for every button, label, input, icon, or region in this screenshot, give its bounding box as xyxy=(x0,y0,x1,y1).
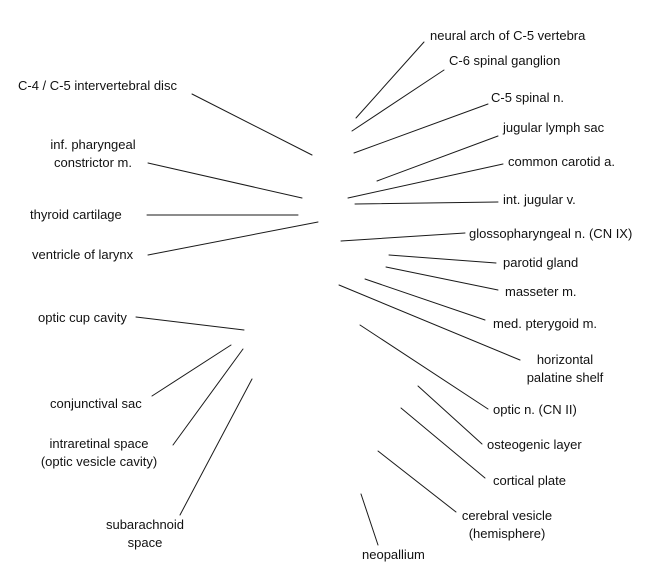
label-c6-spinal-ganglion: C-6 spinal ganglion xyxy=(449,53,561,68)
leader-cortical xyxy=(400,407,486,479)
leader-common-carotid xyxy=(347,163,504,199)
label-horizontal-palatine-line2: palatine shelf xyxy=(526,370,604,385)
leader-osteogenic xyxy=(417,385,483,445)
label-common-carotid: common carotid a. xyxy=(508,154,615,169)
label-optic-cup: optic cup cavity xyxy=(38,310,127,325)
label-inf-pharyngeal-line2: constrictor m. xyxy=(53,155,132,170)
leader-int-jugular xyxy=(354,201,499,205)
label-optic-n: optic n. (CN II) xyxy=(493,402,577,417)
label-horizontal-palatine: horizontal palatine shelf xyxy=(515,351,615,387)
leader-masseter xyxy=(385,266,499,291)
leader-optic-n xyxy=(359,324,489,410)
label-ventricle: ventricle of larynx xyxy=(32,247,134,262)
label-cerebral-vesicle: cerebral vesicle (hemisphere) xyxy=(451,507,563,543)
label-conjunctival: conjunctival sac xyxy=(50,396,142,411)
label-cerebral-vesicle-line1: cerebral vesicle xyxy=(461,508,553,523)
label-cortical: cortical plate xyxy=(493,473,566,488)
label-horizontal-palatine-line1: horizontal xyxy=(536,352,594,367)
label-neural-arch: neural arch of C-5 vertebra xyxy=(430,28,586,43)
label-subarachnoid: subarachnoid space xyxy=(98,516,192,552)
leader-c4-c5-disc xyxy=(191,93,313,156)
leader-horizontal-palatine xyxy=(338,284,521,361)
leader-cerebral-vesicle xyxy=(377,450,457,513)
label-parotid: parotid gland xyxy=(503,255,579,270)
label-intraretinal-line1: intraretinal space xyxy=(49,436,149,451)
label-masseter: masseter m. xyxy=(505,284,577,299)
leader-subarachnoid xyxy=(179,378,253,516)
label-thyroid: thyroid cartilage xyxy=(30,207,122,222)
leader-c5-spinal-n xyxy=(353,103,489,154)
label-c5-spinal-n: C-5 spinal n. xyxy=(491,90,564,105)
leader-intraretinal xyxy=(172,348,244,446)
leader-conjunctival xyxy=(151,344,232,397)
leader-optic-cup xyxy=(135,316,245,331)
leader-c6-spinal-ganglion xyxy=(351,69,445,132)
leader-glossopharyngeal xyxy=(340,232,466,242)
leader-ventricle xyxy=(147,221,319,256)
label-cerebral-vesicle-line2: (hemisphere) xyxy=(468,526,546,541)
label-glossopharyngeal: glossopharyngeal n. (CN IX) xyxy=(469,226,633,241)
label-subarachnoid-line2: space xyxy=(127,535,163,550)
leader-med-pterygoid xyxy=(364,278,486,321)
leader-neural-arch xyxy=(355,41,425,119)
label-inf-pharyngeal: inf. pharyngeal constrictor m. xyxy=(38,136,148,172)
label-subarachnoid-line1: subarachnoid xyxy=(105,517,185,532)
label-neopallium: neopallium xyxy=(362,547,425,562)
leader-parotid xyxy=(388,254,497,264)
label-c4-c5-disc: C-4 / C-5 intervertebral disc xyxy=(18,78,177,93)
label-int-jugular: int. jugular v. xyxy=(503,192,576,207)
label-med-pterygoid: med. pterygoid m. xyxy=(493,316,598,331)
label-inf-pharyngeal-line1: inf. pharyngeal xyxy=(50,137,136,152)
label-intraretinal-line2: (optic vesicle cavity) xyxy=(40,454,158,469)
leader-neopallium xyxy=(360,493,379,546)
label-osteogenic: osteogenic layer xyxy=(487,437,582,452)
label-intraretinal: intraretinal space (optic vesicle cavity… xyxy=(14,435,184,471)
label-jugular-lymph-sac: jugular lymph sac xyxy=(503,120,605,135)
leader-jugular-lymph-sac xyxy=(376,135,499,182)
leader-inf-pharyngeal xyxy=(147,162,303,199)
